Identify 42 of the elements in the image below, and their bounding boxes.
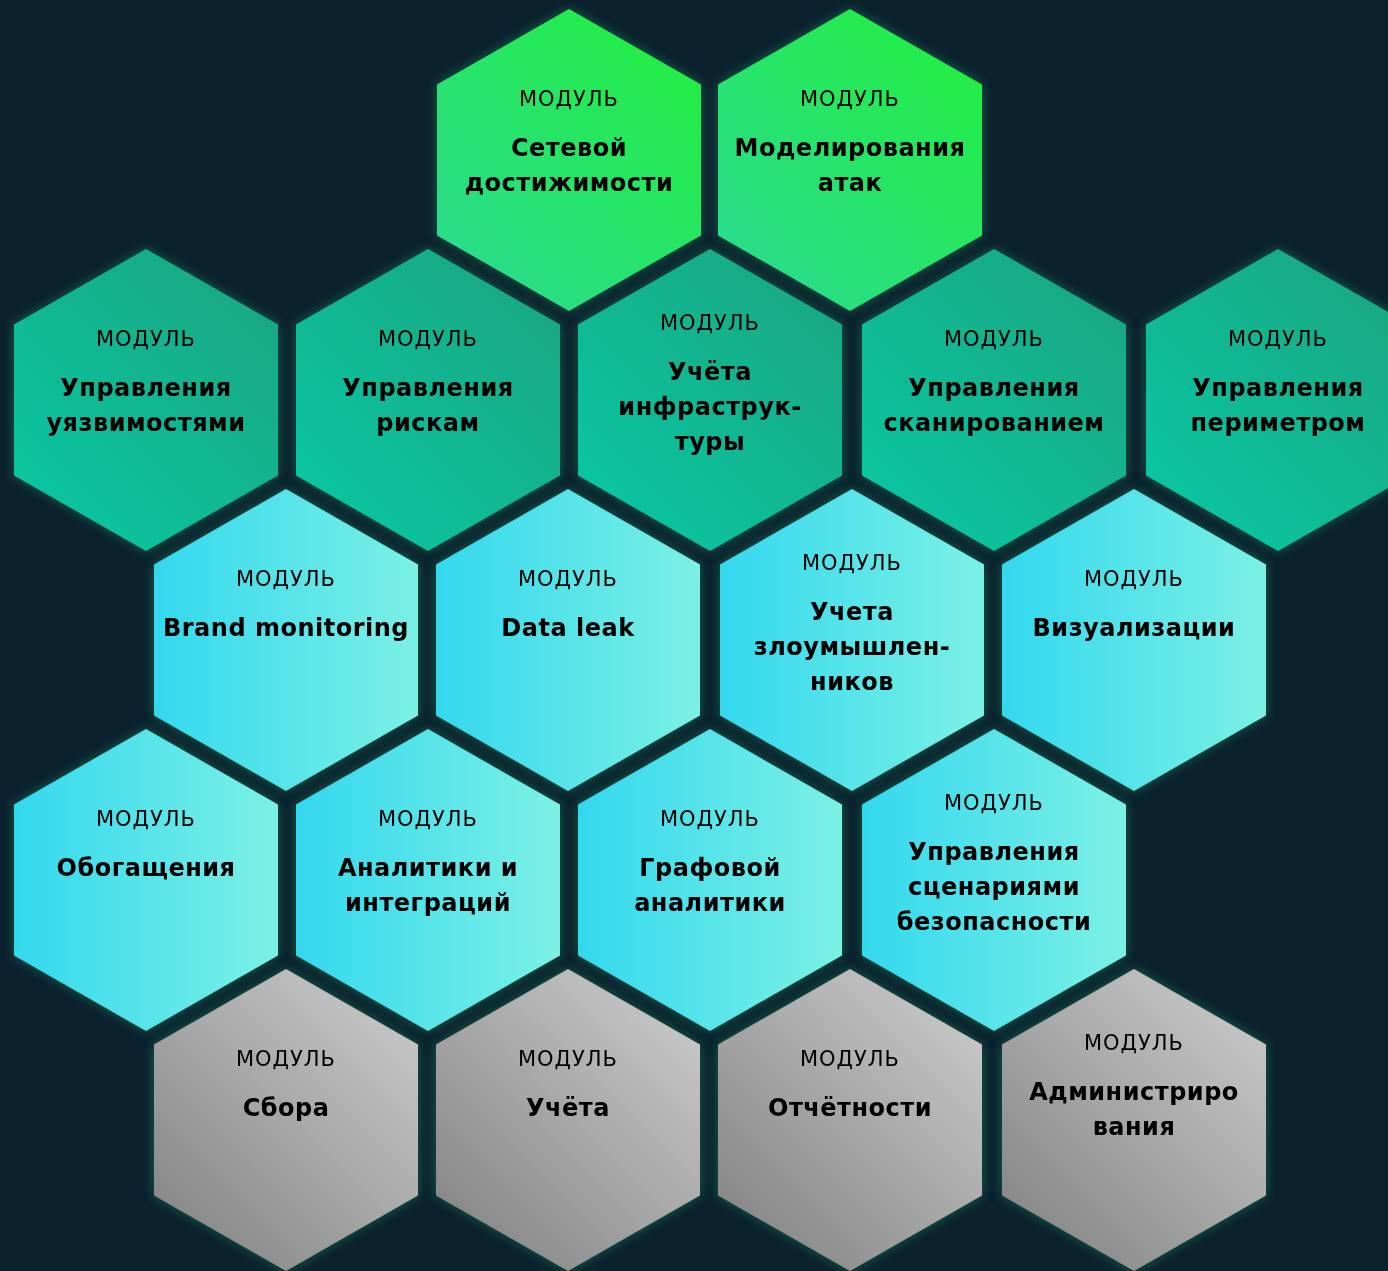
module-label: МОДУЛЬ: [1083, 1031, 1185, 1055]
module-name: Управления уязвимостями: [45, 373, 247, 439]
module-label: МОДУЛЬ: [517, 567, 619, 591]
module-label: МОДУЛЬ: [517, 1047, 619, 1071]
module-label: МОДУЛЬ: [95, 807, 197, 831]
module-name: Учета злоумышлен- ников: [752, 597, 952, 698]
module-label: МОДУЛЬ: [1227, 327, 1329, 351]
module-label: МОДУЛЬ: [799, 1047, 901, 1071]
module-name: Управления периметром: [1189, 373, 1367, 439]
module-name: Администриро вания: [1028, 1077, 1240, 1143]
module-name: Управления рискам: [341, 373, 515, 439]
module-label: МОДУЛЬ: [943, 327, 1045, 351]
module-label: МОДУЛЬ: [659, 311, 761, 335]
module-label: МОДУЛЬ: [801, 551, 903, 575]
hexagon-tile: [154, 969, 418, 1271]
module-label: МОДУЛЬ: [235, 567, 337, 591]
hexagon-tile: [718, 969, 982, 1271]
module-name: Учёта: [525, 1093, 611, 1124]
hexagon-tile: [436, 969, 700, 1271]
module-name: Моделирования атак: [733, 133, 967, 199]
module-label: МОДУЛЬ: [518, 87, 620, 111]
module-label: МОДУЛЬ: [799, 87, 901, 111]
module-label: МОДУЛЬ: [659, 807, 761, 831]
module-name: Графовой аналитики: [633, 853, 787, 919]
module-name: Визуализации: [1031, 613, 1237, 644]
module-name: Учёта инфраструк- туры: [617, 357, 803, 458]
module-label: МОДУЛЬ: [235, 1047, 337, 1071]
module-name: Data leak: [500, 613, 636, 644]
hexagon-tile: [1002, 969, 1266, 1271]
module-name: Управления сценариями безопасности: [895, 837, 1093, 938]
module-label: МОДУЛЬ: [377, 327, 479, 351]
module-label: МОДУЛЬ: [377, 807, 479, 831]
module-label: МОДУЛЬ: [1083, 567, 1185, 591]
module-name: Управления сканированием: [882, 373, 1106, 439]
module-name: Аналитики и интеграций: [336, 853, 520, 919]
module-name: Сбора: [241, 1093, 331, 1124]
module-name: Обогащения: [55, 853, 237, 884]
module-name: Сетевой достижимости: [463, 133, 675, 199]
module-name: Отчётности: [767, 1093, 933, 1124]
module-label: МОДУЛЬ: [95, 327, 197, 351]
module-name: Brand monitoring: [161, 613, 410, 644]
module-label: МОДУЛЬ: [943, 791, 1045, 815]
